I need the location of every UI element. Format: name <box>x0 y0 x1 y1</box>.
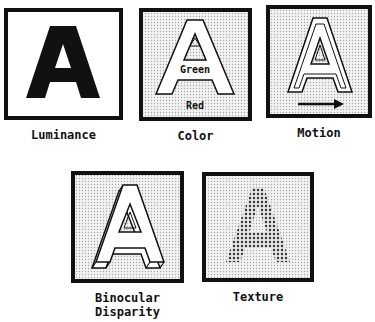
panel-caption: Motion <box>266 126 372 140</box>
texture-letter <box>226 188 290 262</box>
figure-panel: Luminance <box>4 8 123 142</box>
panel-frame <box>266 5 372 118</box>
extruded-letter-front <box>96 185 164 262</box>
outline-letter <box>156 20 234 94</box>
figure-panel: Texture <box>202 172 314 304</box>
panel-frame <box>4 8 123 120</box>
panel-ground <box>4 8 123 120</box>
inner-triangle <box>315 45 325 60</box>
motion-arrowhead <box>334 99 344 109</box>
panel-ground <box>71 171 184 283</box>
figure-panel: GreenRedColor <box>139 8 252 143</box>
color-label: Green <box>180 64 210 76</box>
panel-frame <box>202 172 314 282</box>
inner-triangle <box>124 212 136 228</box>
color-label: Red <box>186 100 204 112</box>
figure-panel: Binocular Disparity <box>71 171 184 319</box>
extrusion-lines <box>92 185 164 268</box>
panel-frame <box>71 171 184 283</box>
panel-ground <box>139 8 252 121</box>
inner-triangle <box>190 38 200 46</box>
panel-caption: Luminance <box>4 128 123 142</box>
inner-outline <box>294 24 346 88</box>
panel-caption: Color <box>139 129 252 143</box>
panel-frame: GreenRed <box>139 8 252 121</box>
panel-ground <box>266 5 372 118</box>
figure-panel: Motion <box>266 5 372 140</box>
motion-arrow <box>298 103 336 106</box>
panel-caption: Texture <box>202 290 314 304</box>
panel-caption: Binocular Disparity <box>86 291 170 319</box>
panel-ground <box>202 172 314 282</box>
outline-letter <box>288 18 352 92</box>
solid-letter <box>26 26 100 98</box>
